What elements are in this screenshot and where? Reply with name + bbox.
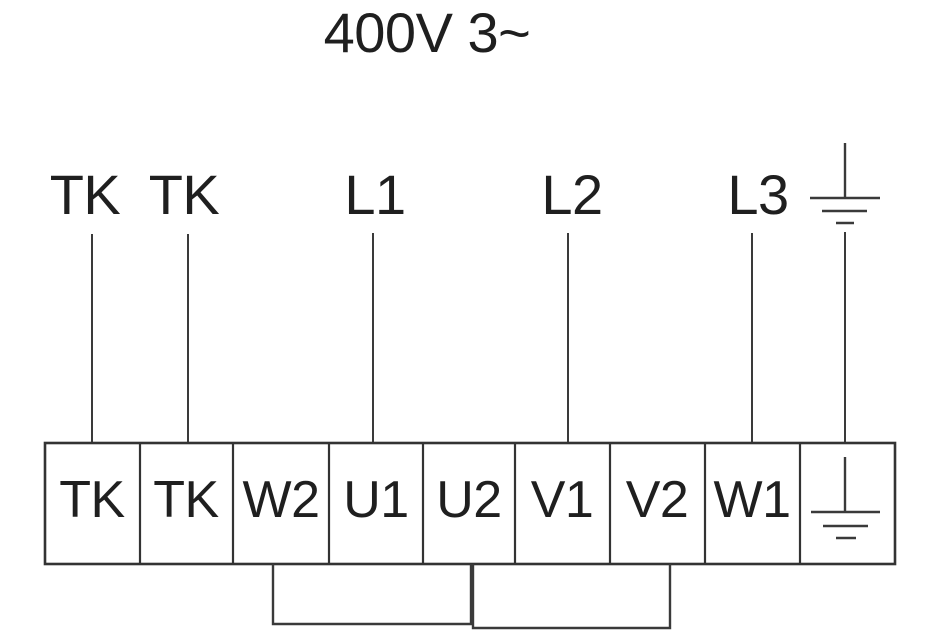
earth-icon-top: [810, 143, 880, 225]
supply-label-l3: L3: [727, 163, 788, 226]
terminal-label-v2: V2: [626, 471, 689, 529]
bridge-link-w2-u2: [271, 564, 473, 626]
terminal-cell-dividers: [138, 443, 802, 564]
terminal-label-u2: U2: [436, 471, 501, 529]
bridge-link-u2-v2: [471, 564, 672, 630]
terminal-label-tk-2: TK: [153, 471, 219, 529]
terminal-label-w2: W2: [243, 471, 320, 529]
terminal-label-tk-1: TK: [59, 471, 125, 529]
supply-label-tk-1: TK: [50, 163, 121, 226]
terminal-label-v1: V1: [531, 471, 594, 529]
diagram-title: 400V 3~: [324, 1, 531, 64]
earth-icon-terminal: [811, 457, 880, 540]
supply-label-l1: L1: [344, 163, 405, 226]
terminal-label-w1: W1: [714, 471, 791, 529]
supply-label-l2: L2: [541, 163, 602, 226]
terminal-label-u1: U1: [343, 471, 408, 529]
supply-label-tk-2: TK: [149, 163, 220, 226]
